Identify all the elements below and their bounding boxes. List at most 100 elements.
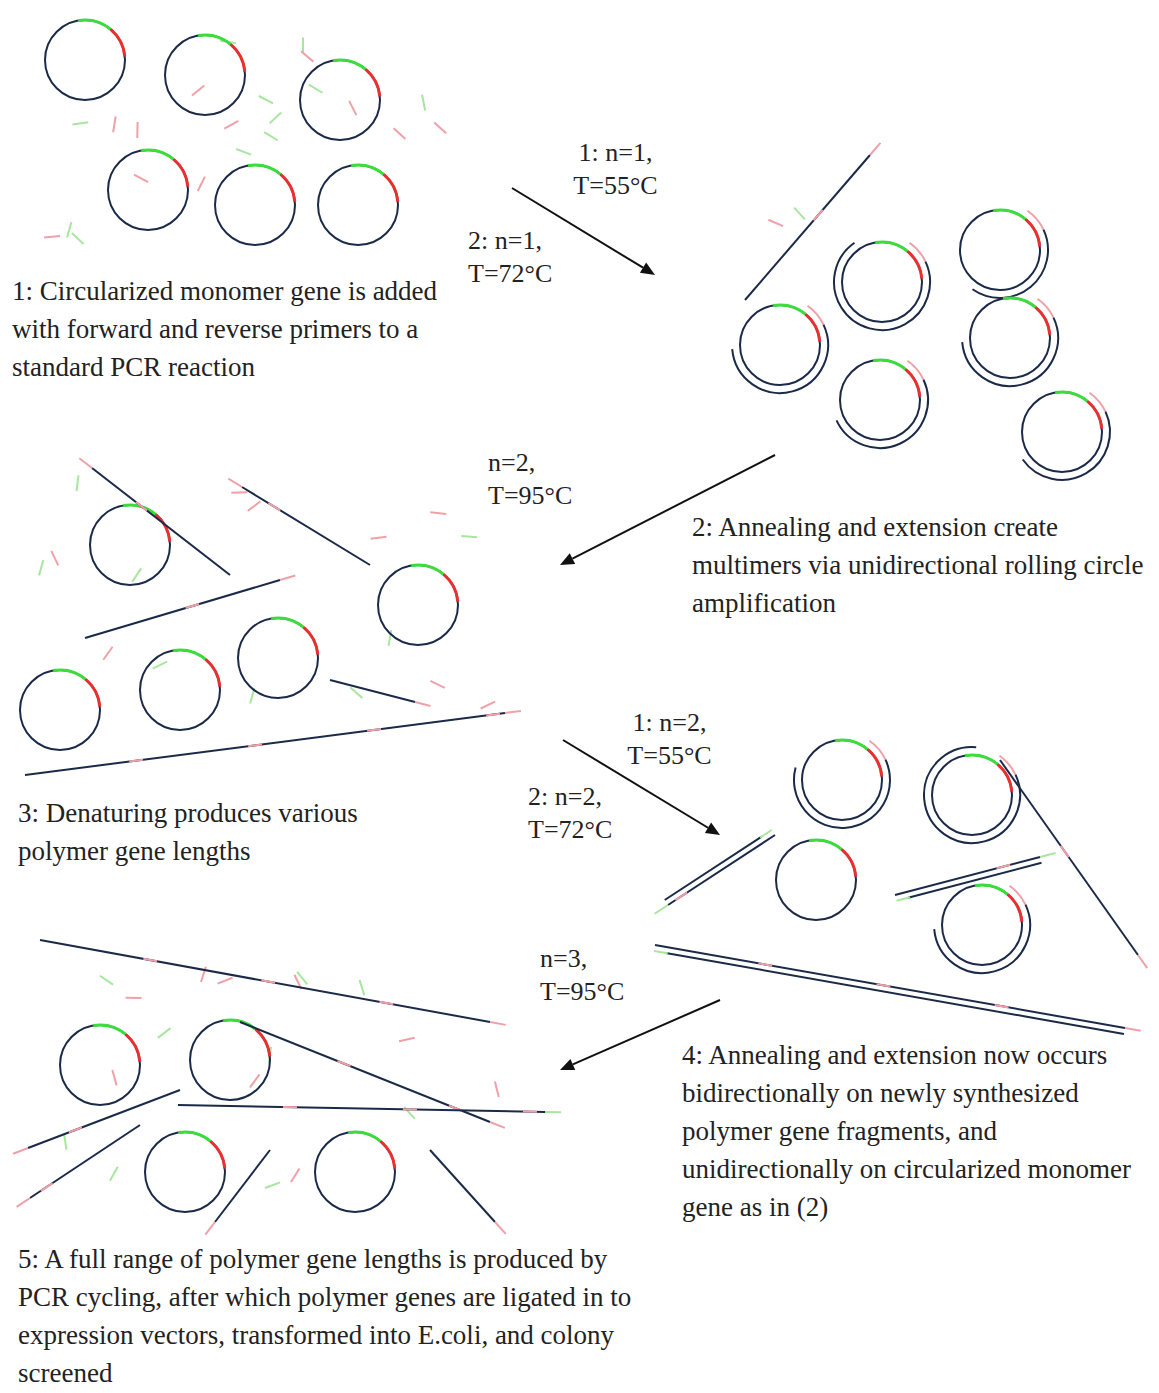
forward-site (198, 35, 231, 44)
complement-strand (665, 837, 762, 900)
reverse-site (906, 369, 920, 396)
step-caption: 1: Circularized monomer gene is added wi… (12, 272, 472, 386)
forward-site (873, 360, 906, 369)
primer (44, 236, 60, 238)
primer (39, 560, 43, 575)
polymer-strand (28, 1090, 180, 1148)
strand-tip (760, 830, 772, 838)
strand-tip (654, 951, 668, 953)
reverse-site (231, 44, 245, 71)
primer (430, 681, 444, 688)
forward-site (411, 565, 444, 574)
reverse-site (868, 749, 882, 776)
strand-tip (545, 1111, 561, 1113)
primer (495, 1081, 499, 1097)
primer (434, 123, 446, 134)
repeat-mark (675, 892, 687, 900)
monomer-circle (20, 670, 100, 750)
primer-bound (1028, 211, 1044, 230)
polymer-strand (895, 857, 1040, 895)
reverse-site (86, 679, 100, 706)
new-strand (837, 380, 928, 448)
reverse-site (211, 1141, 225, 1168)
repeat-mark (814, 210, 823, 221)
new-strand (794, 760, 890, 828)
forward-site (333, 60, 366, 69)
forward-site (809, 840, 842, 849)
polymer-strand (655, 945, 1125, 1028)
repeat-mark (1061, 846, 1069, 857)
forward-site (271, 618, 304, 627)
reverse-site (304, 627, 318, 654)
monomer-circle (45, 20, 125, 100)
primer (136, 122, 138, 138)
polymer-strand (25, 713, 505, 775)
reverse-site (381, 1141, 395, 1168)
strand-tip (280, 575, 295, 580)
repeat-mark (136, 502, 147, 511)
primer (394, 128, 406, 139)
primer (126, 997, 142, 999)
reverse-site (206, 659, 220, 686)
monomer-circle (190, 1020, 270, 1100)
primer (399, 1038, 415, 1041)
strand-tip (415, 702, 430, 706)
forward-site (1055, 392, 1088, 401)
monomer-circle (215, 165, 295, 245)
repeat-mark (995, 1005, 1009, 1007)
primer (67, 222, 71, 237)
monomer-circle (970, 298, 1050, 378)
forward-site (993, 210, 1026, 219)
primer (309, 85, 323, 93)
primer (51, 551, 58, 565)
strand-tip (205, 1222, 215, 1235)
repeat-mark (403, 1108, 417, 1110)
step-caption: 2: Annealing and extension create multim… (692, 508, 1154, 622)
monomer-circle (60, 1025, 140, 1105)
primer (100, 976, 113, 985)
primer (72, 233, 84, 244)
primer (132, 568, 141, 581)
primer (158, 1028, 171, 1038)
step-caption: 5: A full range of polymer gene lengths … (18, 1240, 658, 1392)
primer (250, 1074, 260, 1087)
monomer-circle (238, 618, 318, 698)
repeat-mark (143, 959, 157, 962)
new-strand (962, 318, 1058, 386)
primer (481, 702, 495, 709)
primer-bound (1090, 393, 1106, 412)
forward-site (93, 1025, 126, 1034)
primer (265, 1182, 280, 1188)
monomer-circle (842, 242, 922, 322)
primer (301, 51, 313, 61)
primer (349, 101, 356, 115)
repeat-mark (129, 760, 143, 762)
strand-tip (490, 1022, 506, 1025)
repeat-mark (186, 604, 199, 608)
primer (153, 662, 167, 669)
reverse-site (444, 574, 458, 601)
repeat-mark (486, 714, 500, 716)
polymer-strand (40, 940, 490, 1022)
repeat-mark (283, 1106, 297, 1108)
repeat-mark (248, 744, 262, 746)
new-strand (732, 325, 828, 393)
primer (113, 116, 116, 132)
primer (248, 501, 261, 511)
repeat-mark (69, 1127, 82, 1132)
strand-tip (1040, 853, 1055, 857)
primer-bound (870, 741, 886, 760)
forward-site (348, 1132, 381, 1141)
primer (264, 132, 278, 140)
forward-site (1003, 298, 1036, 307)
forward-site (78, 20, 111, 29)
primer (360, 980, 365, 995)
reverse-site (842, 849, 856, 876)
monomer-circle (140, 650, 220, 730)
primer (64, 1134, 66, 1150)
cycle-label: 1: n=2, T=55°C (612, 706, 727, 772)
monomer-circle (960, 210, 1040, 290)
reverse-site (111, 29, 125, 56)
monomer-circle (840, 360, 920, 440)
primer (72, 122, 88, 124)
